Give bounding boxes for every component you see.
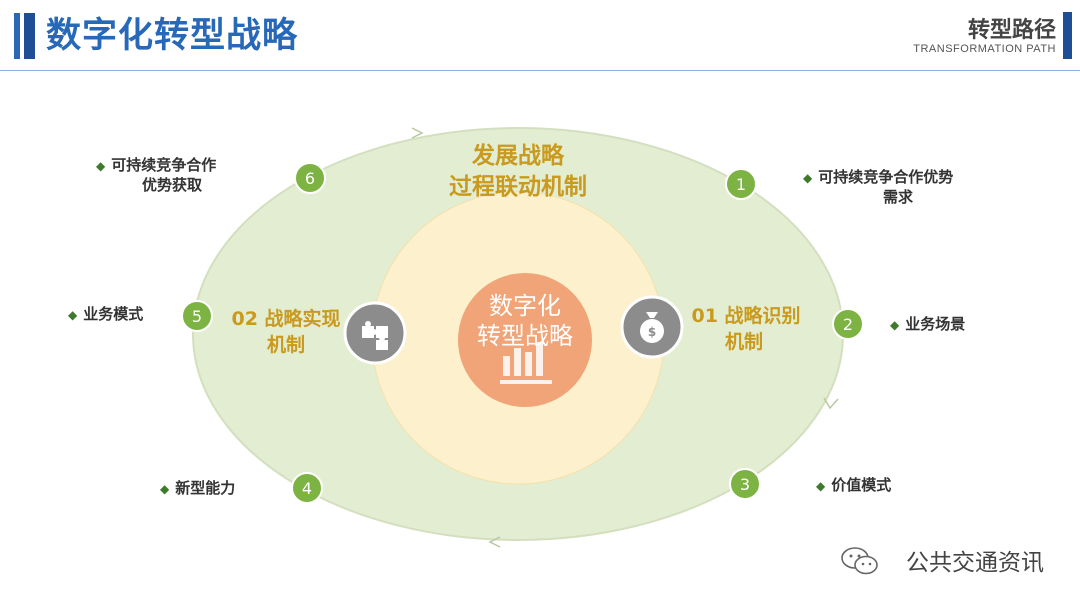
node-1-number: 1 [736, 175, 746, 194]
node-6-number: 6 [305, 169, 315, 188]
node-2-label: ◆业务场景 [890, 315, 966, 333]
node-4-label: ◆新型能力 [160, 479, 236, 497]
node-5-number: 5 [192, 307, 202, 326]
center-title-line2: 转型战略 [477, 322, 573, 350]
bullet-icon: ◆ [68, 308, 78, 322]
watermark-text: 公共交通资讯 [906, 550, 1044, 576]
node-3-label: ◆价值模式 [816, 476, 892, 494]
money-bag-icon: $ [640, 312, 664, 343]
puzzle-icon [362, 321, 388, 350]
bullet-icon: ◆ [803, 171, 813, 185]
section-title: 转型路径 [967, 18, 1056, 43]
node-2-number: 2 [843, 315, 853, 334]
center-title-line1: 数字化 [489, 292, 561, 320]
section-subtitle: TRANSFORMATION PATH [913, 43, 1056, 55]
svg-text:$: $ [648, 325, 656, 339]
flow-arrow-bottom [488, 536, 501, 548]
bullet-icon: ◆ [890, 318, 900, 332]
left-mechanism-line1: 02 战略实现 [231, 308, 341, 330]
center-circle [458, 273, 592, 407]
outer-ring-title-line2: 过程联动机制 [449, 174, 587, 200]
node-6-label-line2: 优势获取 [142, 176, 203, 194]
bullet-icon: ◆ [816, 479, 826, 493]
node-5: 5 [181, 300, 213, 332]
node-6-label: ◆可持续竞争合作 [96, 156, 217, 174]
right-mechanism-line1: 01 战略识别 [691, 305, 801, 327]
node-1: 1 [725, 168, 757, 200]
node-4: 4 [291, 472, 323, 504]
node-3-number: 3 [740, 475, 750, 494]
header-divider [0, 70, 1080, 71]
bar-chart-icon [500, 342, 552, 384]
flow-arrow-top [411, 127, 424, 139]
node-1-label: ◆可持续竞争合作优势 [803, 168, 954, 186]
node-2: 2 [832, 308, 864, 340]
header-accent-bar-dark [24, 13, 35, 59]
outer-ring-title-line1: 发展战略 [472, 143, 564, 169]
flow-arrow-right [823, 397, 839, 410]
node-3: 3 [729, 468, 761, 500]
left-mechanism-line2: 机制 [266, 334, 305, 356]
node-4-number: 4 [302, 479, 312, 498]
bullet-icon: ◆ [96, 159, 106, 173]
header-accent-bar [14, 13, 20, 59]
header-right-bar [1063, 12, 1072, 59]
node-1-label-line2: 需求 [883, 188, 914, 206]
node-6: 6 [294, 162, 326, 194]
wechat-icon [841, 547, 878, 575]
right-mechanism-line2: 机制 [724, 331, 763, 353]
node-5-label: ◆业务模式 [68, 305, 144, 323]
bullet-icon: ◆ [160, 482, 170, 496]
page-title: 数字化转型战略 [46, 16, 299, 56]
